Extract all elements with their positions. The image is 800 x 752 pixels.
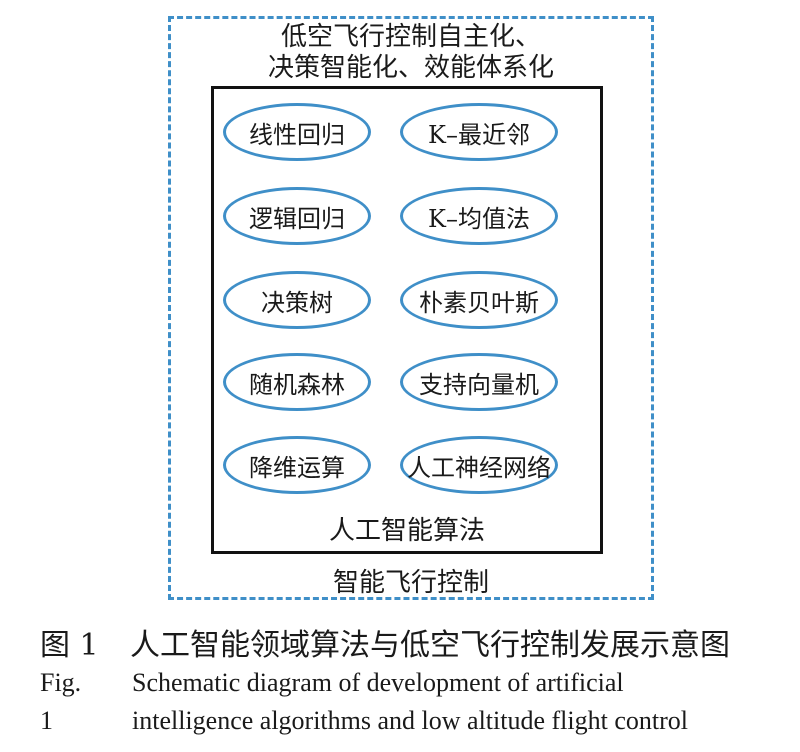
algorithm-node: K–均值法 [400,187,558,245]
figure-number-cn: 图 1 [40,628,99,663]
flight-control-dashed-box [168,16,654,600]
figure-number-en: Fig. 1 [40,668,82,735]
figure-caption-cn: 图 1 人工智能领域算法与低空飞行控制发展示意图 [40,620,730,664]
outer-title-line-2: 决策智能化、效能体系化 [267,53,554,83]
algorithm-node: 逻辑回归 [223,187,371,245]
algorithm-node: 朴素贝叶斯 [400,271,558,329]
algorithm-node: 人工神经网络 [400,436,558,494]
algorithm-node: 降维运算 [223,436,371,494]
algorithm-node: 支持向量机 [400,353,558,411]
ai-algorithms-box [211,86,603,554]
outer-box-title: 低空飞行控制自主化、 决策智能化、效能体系化 [168,22,654,84]
algorithm-node: 线性回归 [223,103,371,161]
algorithm-node: 决策树 [223,271,371,329]
algorithm-node: K–最近邻 [400,103,558,161]
outer-title-line-1: 低空飞行控制自主化、 [280,22,541,52]
figure-title-en-line-2: intelligence algorithms and low altitude… [132,706,688,735]
figure-title-en-line-1: Schematic diagram of development of arti… [132,668,624,697]
figure-title-cn: 人工智能领域算法与低空飞行控制发展示意图 [130,628,730,663]
algorithm-node: 随机森林 [223,353,371,411]
outer-box-label: 智能飞行控制 [332,568,489,598]
inner-box-label: 人工智能算法 [328,516,485,546]
